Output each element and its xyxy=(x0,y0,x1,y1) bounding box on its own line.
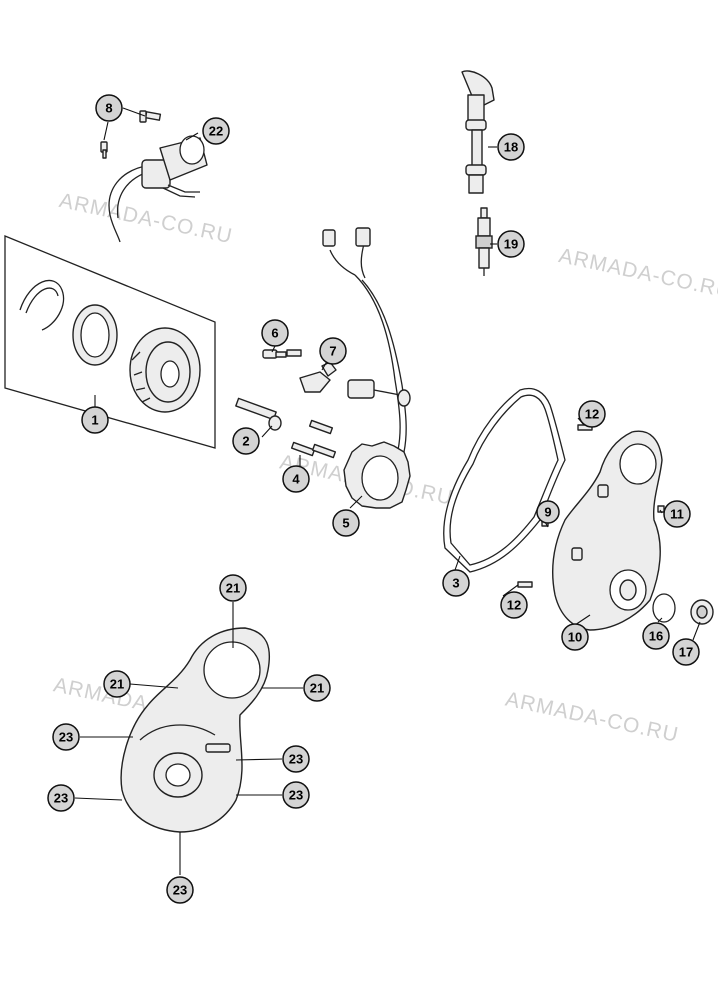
svg-text:1: 1 xyxy=(91,413,98,428)
svg-text:7: 7 xyxy=(329,344,336,359)
svg-text:3: 3 xyxy=(452,576,459,591)
seal-ring xyxy=(652,593,676,623)
svg-text:12: 12 xyxy=(585,407,599,422)
callout-9[interactable]: 9 xyxy=(536,500,560,524)
callout-23-c[interactable]: 23 xyxy=(47,784,75,812)
svg-text:11: 11 xyxy=(670,507,684,522)
callouts: 1 2 3 4 5 6 7 8 9 10 11 12 12 16 17 18 1… xyxy=(47,94,700,904)
cable-bracket xyxy=(299,361,337,393)
svg-text:4: 4 xyxy=(292,472,300,487)
callout-22[interactable]: 22 xyxy=(202,117,230,145)
callout-23-a[interactable]: 23 xyxy=(52,723,80,751)
ignition-cover-outer xyxy=(552,430,663,631)
callout-10[interactable]: 10 xyxy=(561,623,589,651)
svg-text:17: 17 xyxy=(679,645,693,660)
svg-text:23: 23 xyxy=(54,791,68,806)
callout-23-e[interactable]: 23 xyxy=(166,876,194,904)
callout-12-bottom[interactable]: 12 xyxy=(500,591,528,619)
callout-7[interactable]: 7 xyxy=(319,337,347,365)
watermark-5: ARMADA-CO.RU xyxy=(503,688,680,747)
callout-19[interactable]: 19 xyxy=(497,230,525,258)
callout-4[interactable]: 4 xyxy=(282,465,310,493)
callout-5[interactable]: 5 xyxy=(332,509,360,537)
callout-21-left[interactable]: 21 xyxy=(103,670,131,698)
svg-text:23: 23 xyxy=(173,883,187,898)
cover-gasket xyxy=(443,387,566,573)
callout-12-top[interactable]: 12 xyxy=(578,400,606,428)
svg-text:18: 18 xyxy=(504,140,518,155)
callout-11[interactable]: 11 xyxy=(663,500,691,528)
callout-6[interactable]: 6 xyxy=(261,319,289,347)
leader-lines xyxy=(74,107,701,875)
ignition-cover-inner xyxy=(120,627,271,833)
svg-text:16: 16 xyxy=(649,629,663,644)
callout-18[interactable]: 18 xyxy=(497,133,525,161)
callout-23-b[interactable]: 23 xyxy=(282,745,310,773)
svg-text:8: 8 xyxy=(105,101,112,116)
callout-23-d[interactable]: 23 xyxy=(282,781,310,809)
callout-21-right[interactable]: 21 xyxy=(303,674,331,702)
callout-2[interactable]: 2 xyxy=(232,427,260,455)
callout-3[interactable]: 3 xyxy=(442,569,470,597)
stator xyxy=(322,227,411,509)
spark-plug-cap xyxy=(461,70,495,194)
callout-21-top[interactable]: 21 xyxy=(219,574,247,602)
stator-bolts xyxy=(235,349,337,459)
svg-text:19: 19 xyxy=(504,237,518,252)
svg-text:23: 23 xyxy=(289,752,303,767)
svg-text:21: 21 xyxy=(110,677,124,692)
cover-plug xyxy=(690,599,714,625)
callout-8[interactable]: 8 xyxy=(95,94,123,122)
ignition-coil xyxy=(108,135,208,243)
svg-text:12: 12 xyxy=(507,598,521,613)
svg-text:9: 9 xyxy=(544,505,551,520)
callout-16[interactable]: 16 xyxy=(642,622,670,650)
svg-text:21: 21 xyxy=(226,581,240,596)
svg-text:5: 5 xyxy=(342,516,349,531)
svg-text:6: 6 xyxy=(271,326,278,341)
callout-17[interactable]: 17 xyxy=(672,638,700,666)
flywheel-assembly xyxy=(4,235,216,449)
callout-1[interactable]: 1 xyxy=(81,406,109,434)
watermark-2: ARMADA-CO.RU xyxy=(557,244,718,303)
coil-screws xyxy=(100,110,162,159)
svg-text:23: 23 xyxy=(289,788,303,803)
svg-text:2: 2 xyxy=(242,434,249,449)
watermark-1: ARMADA-CO.RU xyxy=(57,189,234,248)
spark-plug xyxy=(475,207,493,276)
svg-text:10: 10 xyxy=(568,630,582,645)
svg-text:23: 23 xyxy=(59,730,73,745)
svg-text:21: 21 xyxy=(310,681,324,696)
svg-text:22: 22 xyxy=(209,124,223,139)
